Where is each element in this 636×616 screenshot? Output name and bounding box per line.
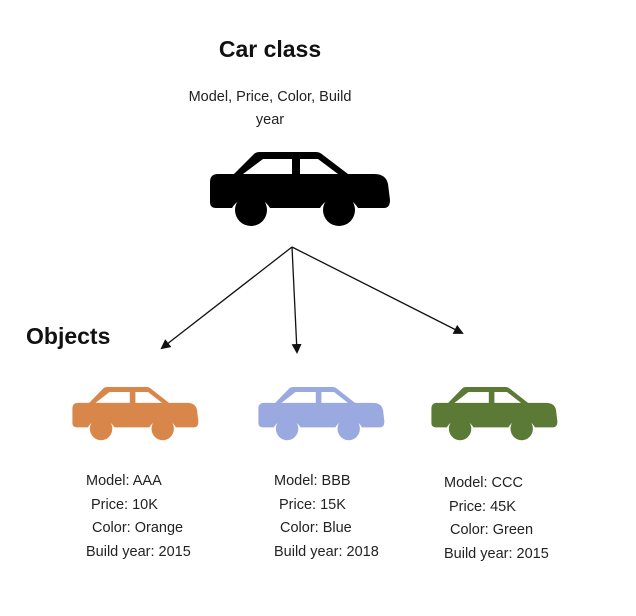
object-price: Price: 10K bbox=[91, 496, 158, 513]
arrow-icon bbox=[291, 246, 302, 354]
object-build-year: Build year: 2015 bbox=[86, 543, 191, 560]
class-attributes: Model, Price, Color, Build year bbox=[160, 86, 380, 132]
object-details: Model: AAA Price: 10K Color: Orange Buil… bbox=[86, 470, 191, 564]
class-attributes-line: year bbox=[255, 112, 285, 128]
object-car-icon bbox=[431, 387, 558, 441]
object-price: Price: 15K bbox=[279, 496, 346, 513]
object-price: Price: 45K bbox=[449, 498, 516, 515]
object-details: Model: CCC Price: 45K Color: Green Build… bbox=[444, 472, 549, 566]
object-car-icon bbox=[258, 387, 385, 441]
object-color: Color: Blue bbox=[280, 520, 352, 536]
arrow-icon bbox=[160, 246, 293, 350]
object-model: Model: AAA bbox=[86, 473, 162, 489]
object-color: Color: Green bbox=[450, 522, 534, 538]
object-details: Model: BBB Price: 15K Color: Blue Build … bbox=[274, 470, 379, 564]
class-title-text: Car class bbox=[218, 36, 322, 62]
object-build-year: Build year: 2015 bbox=[444, 545, 549, 562]
class-car-icon bbox=[210, 152, 390, 226]
objects-heading: Objects bbox=[26, 323, 111, 349]
object-model: Model: CCC bbox=[444, 475, 523, 491]
object-model: Model: BBB bbox=[274, 473, 351, 489]
object-car-icon bbox=[72, 387, 199, 441]
class-attributes-line: Model, Price, Color, Build bbox=[188, 89, 352, 105]
object-color: Color: Orange bbox=[92, 520, 184, 536]
object-build-year: Build year: 2018 bbox=[274, 543, 379, 560]
class-title: Car class bbox=[0, 36, 540, 63]
arrow-icon bbox=[291, 246, 464, 334]
